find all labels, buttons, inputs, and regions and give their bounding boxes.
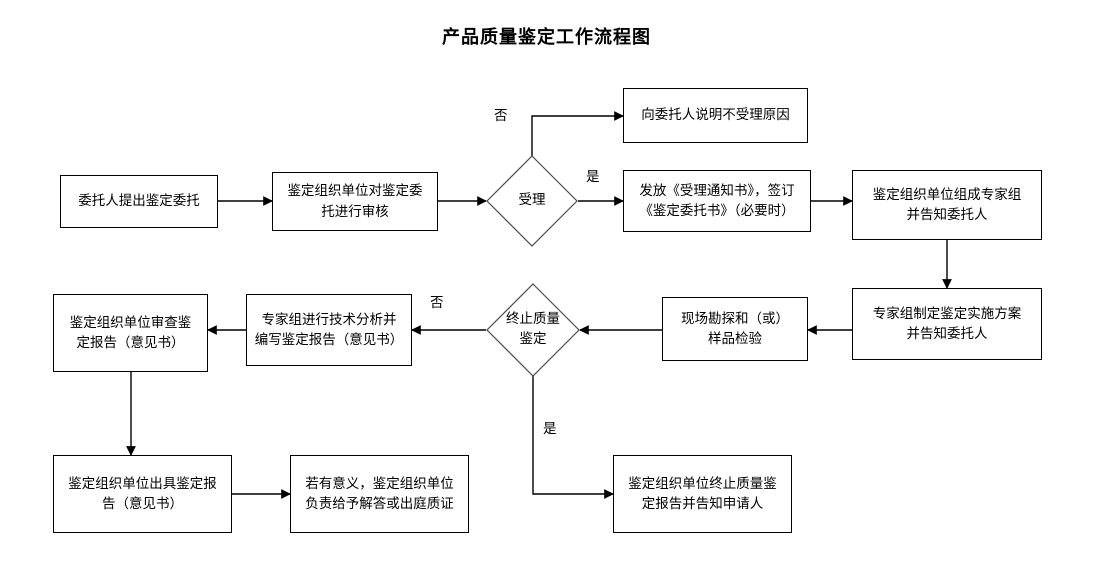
decision-terminate-label: 终止质量 鉴定: [506, 311, 560, 347]
node-terminate-report[interactable]: 鉴定组织单位终止质量鉴 定报告并告知申请人: [613, 455, 792, 533]
node-form-expert-group[interactable]: 鉴定组织单位组成专家组 并告知委托人: [852, 170, 1042, 240]
decision-accept-label: 受理: [518, 192, 546, 209]
node-entrust-request[interactable]: 委托人提出鉴定委托: [60, 175, 218, 228]
diamond-shape-icon: [486, 155, 578, 247]
decision-accept[interactable]: 受理: [486, 155, 578, 247]
edge-label-accept-no: 否: [494, 108, 508, 124]
node-review-entrustment[interactable]: 鉴定组织单位对鉴定委 托进行审核: [272, 172, 438, 231]
edge-label-terminate-yes: 是: [543, 421, 557, 437]
diamond-shape-icon: [486, 283, 580, 377]
node-explain-rejection[interactable]: 向委托人说明不受理原因: [623, 88, 808, 143]
edge-label-accept-yes: 是: [586, 169, 600, 185]
page-title: 产品质量鉴定工作流程图: [442, 27, 651, 48]
decision-terminate[interactable]: 终止质量 鉴定: [486, 283, 580, 377]
node-site-survey-sample-test[interactable]: 现场勘探和（或） 样品检验: [662, 297, 808, 361]
node-issue-report[interactable]: 鉴定组织单位出具鉴定报 告（意见书）: [53, 455, 232, 533]
node-expert-plan[interactable]: 专家组制定鉴定实施方案 并告知委托人: [852, 288, 1042, 360]
node-technical-analysis-report[interactable]: 专家组进行技术分析并 编写鉴定报告（意见书）: [246, 294, 412, 366]
edge-label-terminate-no: 否: [430, 295, 444, 311]
node-review-report[interactable]: 鉴定组织单位审查鉴 定报告（意见书）: [53, 294, 208, 372]
node-answer-or-testify[interactable]: 若有意义，鉴定组织单位 负责给予解答或出庭质证: [290, 455, 469, 533]
node-issue-acceptance-notice[interactable]: 发放《受理通知书》，签订 《鉴定委托书》（必要时）: [623, 170, 811, 232]
